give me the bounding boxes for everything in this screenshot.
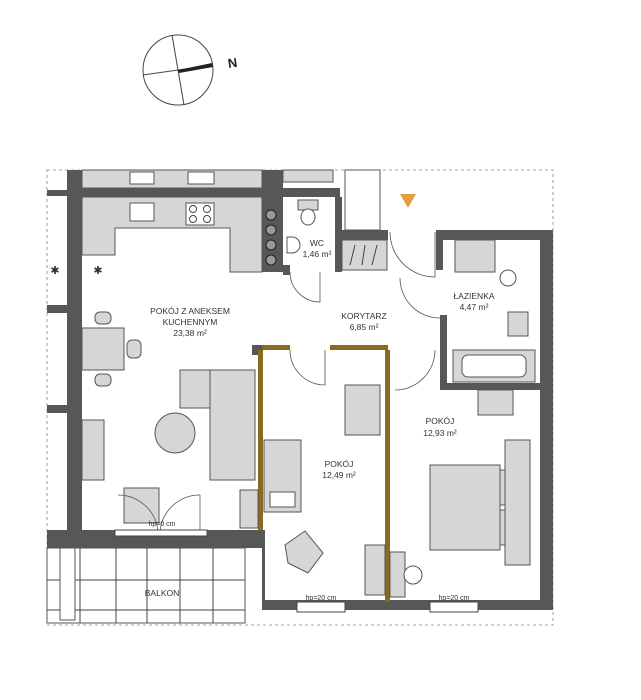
room-area: 1,46 m² bbox=[303, 249, 332, 259]
compass-north-label: N bbox=[227, 55, 238, 71]
room-name: KORYTARZ bbox=[341, 311, 387, 321]
room-name: ŁAZIENKA bbox=[453, 291, 494, 301]
room-area: 12,93 m² bbox=[423, 428, 457, 438]
entrance-marker-icon bbox=[400, 194, 416, 208]
svg-text:✱: ✱ bbox=[93, 265, 102, 277]
room-furniture-2 bbox=[389, 439, 531, 598]
window bbox=[429, 601, 479, 613]
balcony-door bbox=[114, 529, 208, 537]
bathroom-fixtures bbox=[452, 239, 536, 416]
svg-text:✱: ✱ bbox=[50, 265, 59, 277]
room-name: BALKON bbox=[145, 588, 180, 598]
room-name: WC bbox=[310, 238, 324, 248]
compass: N bbox=[142, 34, 238, 106]
living-furniture bbox=[81, 311, 259, 537]
room-area: 23,38 m² bbox=[173, 328, 207, 338]
kitchen-counter: ✱ ✱ bbox=[50, 196, 277, 277]
room-name: POKÓJ bbox=[426, 416, 455, 426]
window-height-label: hp=20 cm bbox=[439, 595, 470, 602]
dining-table bbox=[81, 327, 125, 371]
corridor-fixtures bbox=[289, 194, 441, 436]
north-needle-icon bbox=[178, 63, 213, 73]
room-name: POKÓJ Z ANEKSEM bbox=[150, 306, 230, 316]
cooktop-icon bbox=[185, 202, 215, 226]
room-furniture-1 bbox=[263, 439, 386, 596]
double-bed bbox=[429, 464, 501, 551]
wardrobe bbox=[341, 239, 388, 271]
room-area: 6,85 m² bbox=[350, 322, 379, 332]
window bbox=[296, 601, 346, 613]
room-labels: POKÓJ Z ANEKSEM KUCHENNYM 23,38 m² WC 1,… bbox=[145, 238, 495, 602]
room-area: 4,47 m² bbox=[460, 302, 489, 312]
room-name: POKÓJ bbox=[325, 459, 354, 469]
partition-walls bbox=[258, 345, 390, 602]
vent-icon bbox=[265, 209, 277, 266]
window-height-label: hp=0 cm bbox=[148, 521, 175, 528]
coffee-table bbox=[154, 412, 196, 454]
neighbour-kitchen bbox=[81, 169, 381, 231]
wc-fixtures bbox=[286, 199, 321, 303]
window-height-label: hp=20 cm bbox=[306, 595, 337, 602]
balcony bbox=[46, 547, 246, 624]
armchair bbox=[284, 530, 324, 574]
room-area: 12,49 m² bbox=[322, 470, 356, 480]
walls bbox=[47, 170, 553, 610]
room-name: KUCHENNYM bbox=[163, 317, 218, 327]
